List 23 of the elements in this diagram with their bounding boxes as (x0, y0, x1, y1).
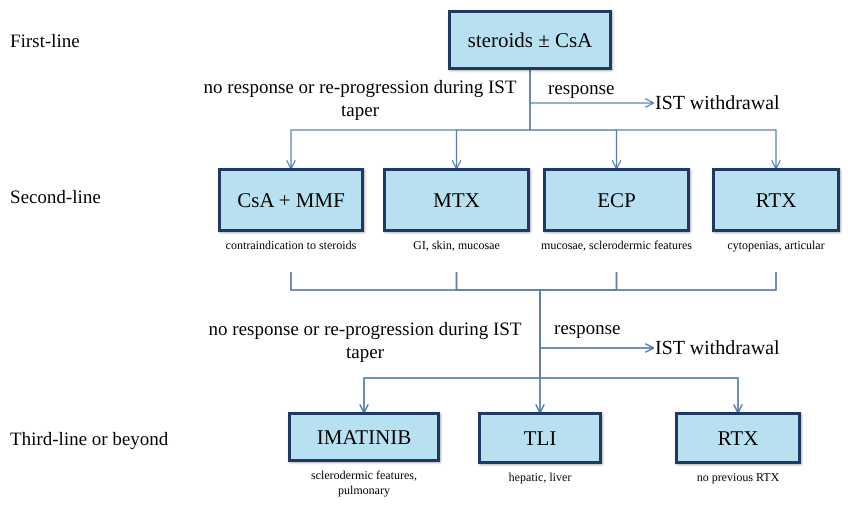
row-label: no response or re-progression during IST taper (208, 318, 522, 364)
indication-caption: GI, skin, mucosae (412, 238, 501, 253)
treatment-box: RTX (712, 168, 840, 232)
row-label: no response or re-progression during IST taper (202, 76, 518, 122)
row-label: First-line (10, 30, 81, 53)
treatment-box: MTX (383, 168, 530, 232)
treatment-box: ECP (543, 168, 690, 232)
treatment-box: TLI (478, 412, 602, 464)
treatment-box: CsA + MMF (218, 168, 364, 232)
indication-caption: mucosae, sclerodermic features (540, 238, 693, 253)
row-label: Second-line (10, 186, 102, 209)
treatment-box: RTX (675, 412, 801, 464)
row-label: Third-line or beyond (10, 428, 170, 451)
outcome-text: IST withdrawal (655, 335, 815, 361)
treatment-box: steroids ± CsA (448, 10, 612, 70)
indication-caption: cytopenias, articular (726, 238, 826, 253)
indication-caption: no previous RTX (696, 470, 780, 485)
indication-caption: contraindication to steroids (224, 238, 358, 253)
indication-caption: hepatic, liver (508, 470, 572, 485)
indication-caption: sclerodermic features, pulmonary (310, 468, 418, 498)
connector-arrow (529, 70, 782, 170)
outcome-text: IST withdrawal (655, 90, 815, 116)
treatment-box: IMATINIB (288, 412, 440, 462)
